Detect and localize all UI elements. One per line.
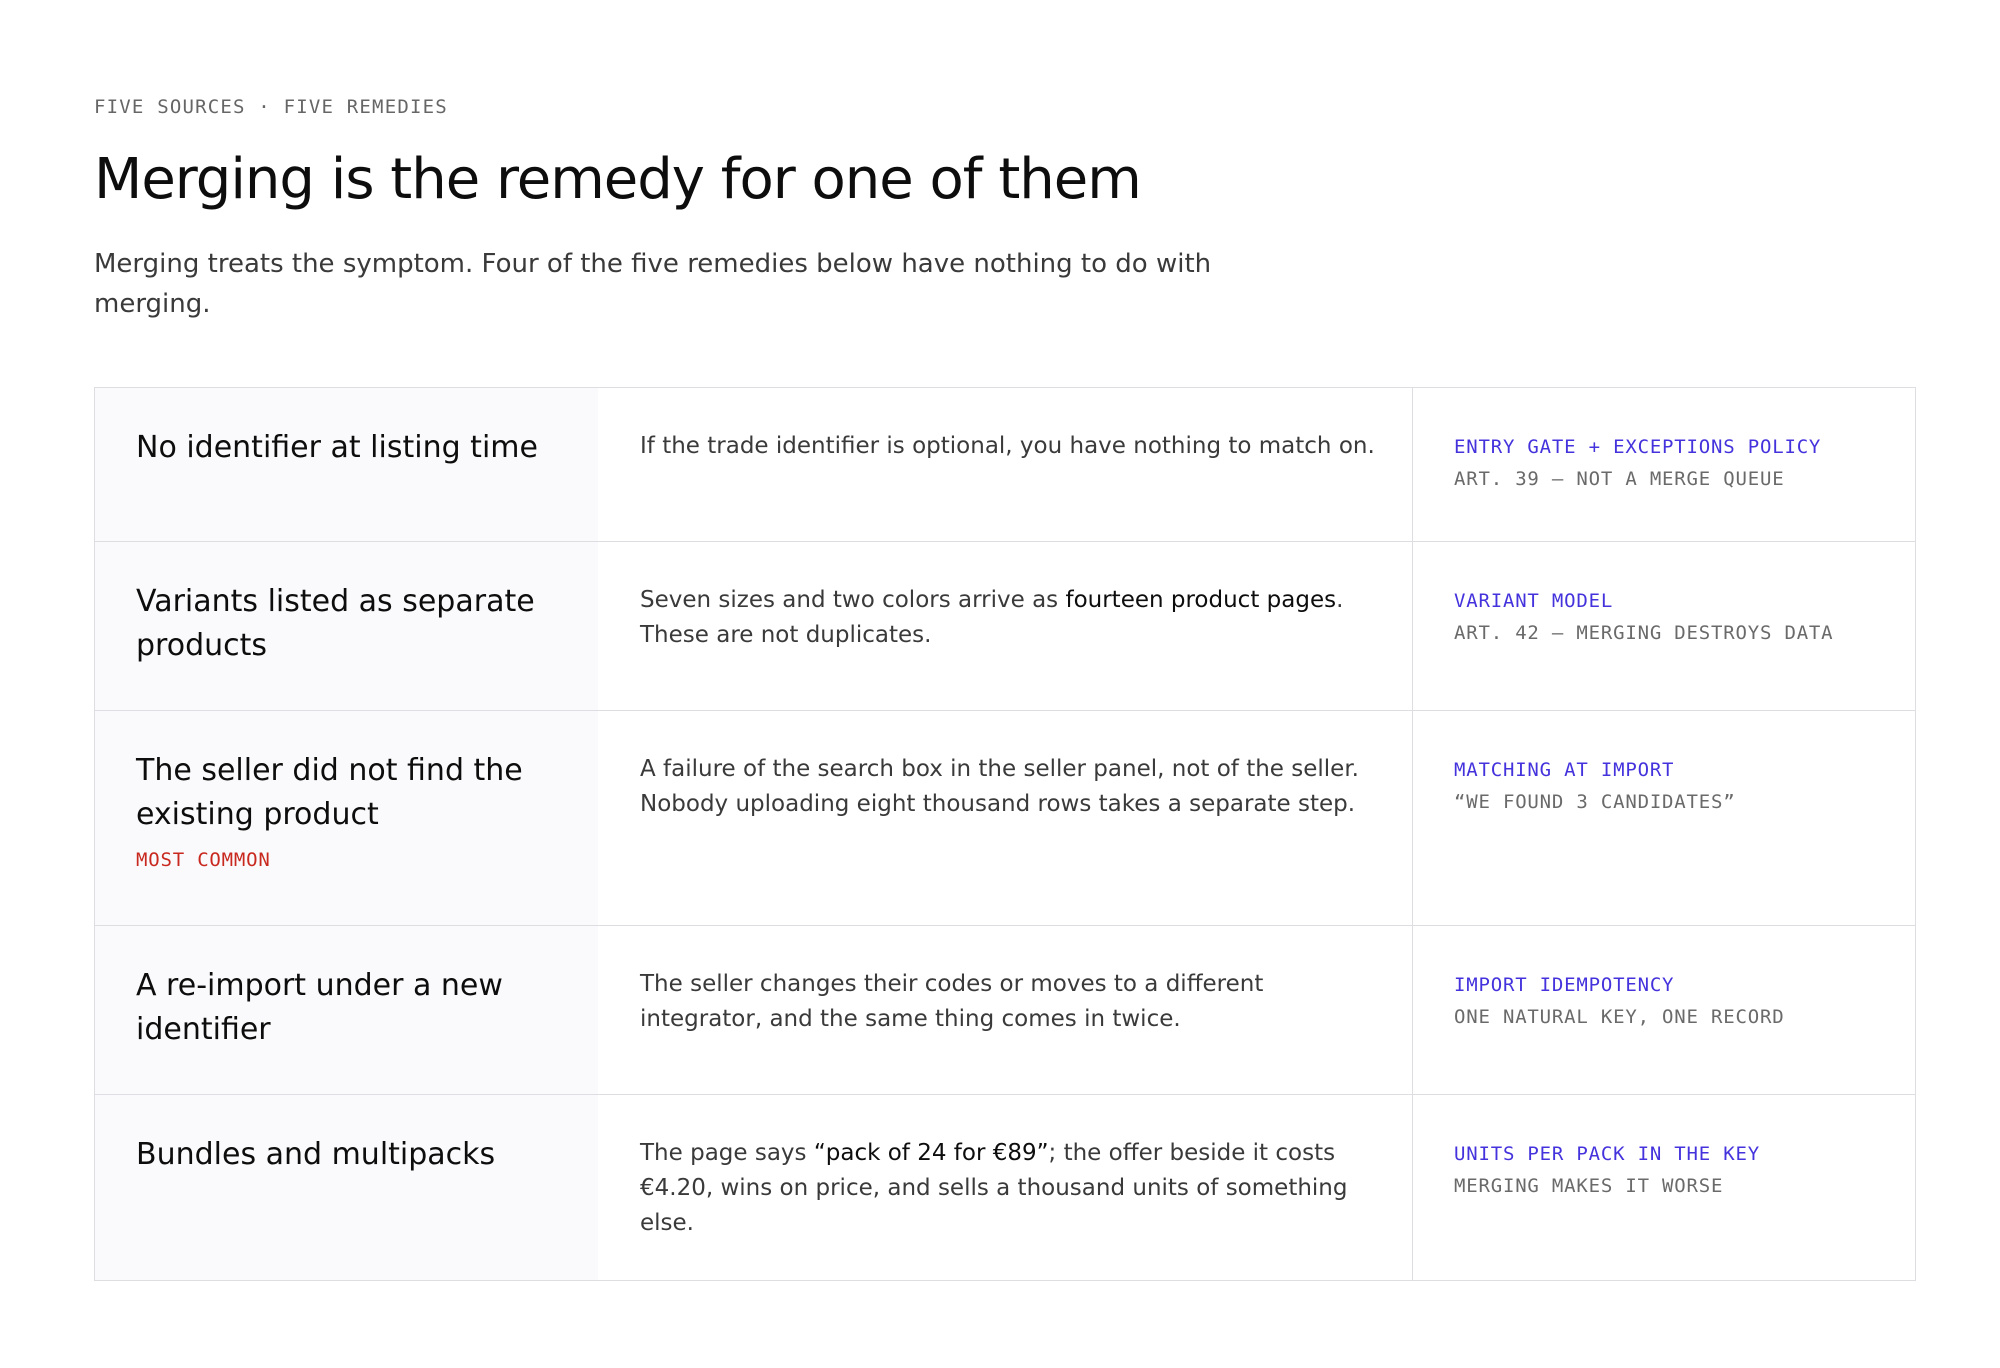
eyebrow: FIVE SOURCES · FIVE REMEDIES: [94, 96, 448, 118]
source-cell: The seller did not find the existing pro…: [95, 711, 598, 925]
remedy-cell: UNITS PER PACK IN THE KEY MERGING MAKES …: [1413, 1095, 1915, 1280]
description-emphasis: fourteen product pages: [1065, 587, 1337, 613]
table-row: No identifier at listing time If the tra…: [95, 388, 1915, 541]
most-common-badge: MOST COMMON: [136, 849, 271, 871]
source-name: Variants listed as separate products: [136, 584, 535, 663]
remedy-note: ART. 42 — MERGING DESTROYS DATA: [1454, 622, 1834, 644]
table-row: Bundles and multipacks The page says “pa…: [95, 1094, 1915, 1280]
source-cell: No identifier at listing time: [95, 388, 598, 541]
source-cell: Variants listed as separate products: [95, 542, 598, 710]
remedy-name: UNITS PER PACK IN THE KEY: [1454, 1143, 1760, 1165]
page-title: Merging is the remedy for one of them: [94, 147, 1142, 212]
description: The seller changes their codes or moves …: [640, 967, 1382, 1037]
description-text: If the trade identifier is optional, you…: [640, 433, 1375, 459]
description-text-end: ; the offer beside it costs €4.20, wins …: [640, 1140, 1348, 1236]
description: Seven sizes and two colors arrive as fou…: [640, 583, 1382, 653]
description-text: A failure of the search box in the selle…: [640, 756, 1359, 817]
remedy-note: ART. 39 — NOT A MERGE QUEUE: [1454, 468, 1785, 490]
remedy-cell: VARIANT MODEL ART. 42 — MERGING DESTROYS…: [1413, 542, 1915, 710]
description: A failure of the search box in the selle…: [640, 752, 1382, 822]
description-emphasis: “pack of 24 for €89”: [813, 1140, 1049, 1166]
remedy-note: “WE FOUND 3 CANDIDATES”: [1454, 791, 1736, 813]
remedy-name: VARIANT MODEL: [1454, 590, 1614, 612]
remedy-cell: MATCHING AT IMPORT “WE FOUND 3 CANDIDATE…: [1413, 711, 1915, 925]
description: If the trade identifier is optional, you…: [640, 429, 1382, 464]
table-row: The seller did not find the existing pro…: [95, 710, 1915, 925]
description-text: The page says: [640, 1140, 814, 1166]
source-cell: Bundles and multipacks: [95, 1095, 598, 1280]
remedy-name: MATCHING AT IMPORT: [1454, 759, 1675, 781]
description-cell: The page says “pack of 24 for €89”; the …: [598, 1095, 1413, 1280]
description-cell: The seller changes their codes or moves …: [598, 926, 1413, 1094]
description-cell: If the trade identifier is optional, you…: [598, 388, 1413, 541]
sources-remedies-table: No identifier at listing time If the tra…: [94, 387, 1916, 1281]
source-name: No identifier at listing time: [136, 430, 538, 465]
source-name: The seller did not find the existing pro…: [136, 753, 523, 832]
remedy-name: IMPORT IDEMPOTENCY: [1454, 974, 1675, 996]
intro-text: Merging treats the symptom. Four of the …: [94, 249, 1212, 319]
description-text: Seven sizes and two colors arrive as: [640, 587, 1066, 613]
remedy-name: ENTRY GATE + EXCEPTIONS POLICY: [1454, 436, 1822, 458]
description-cell: A failure of the search box in the selle…: [598, 711, 1413, 925]
description-cell: Seven sizes and two colors arrive as fou…: [598, 542, 1413, 710]
table-row: A re-import under a new identifier The s…: [95, 925, 1915, 1094]
source-name: Bundles and multipacks: [136, 1137, 496, 1172]
description: The page says “pack of 24 for €89”; the …: [640, 1136, 1382, 1241]
description-text: The seller changes their codes or moves …: [640, 971, 1264, 1032]
source-cell: A re-import under a new identifier: [95, 926, 598, 1094]
table-row: Variants listed as separate products Sev…: [95, 541, 1915, 710]
description-text-end: . These are not duplicates.: [640, 587, 1344, 648]
remedy-note: ONE NATURAL KEY, ONE RECORD: [1454, 1006, 1785, 1028]
remedy-cell: IMPORT IDEMPOTENCY ONE NATURAL KEY, ONE …: [1413, 926, 1915, 1094]
remedy-note: MERGING MAKES IT WORSE: [1454, 1175, 1724, 1197]
source-name: A re-import under a new identifier: [136, 968, 503, 1047]
remedy-cell: ENTRY GATE + EXCEPTIONS POLICY ART. 39 —…: [1413, 388, 1915, 541]
